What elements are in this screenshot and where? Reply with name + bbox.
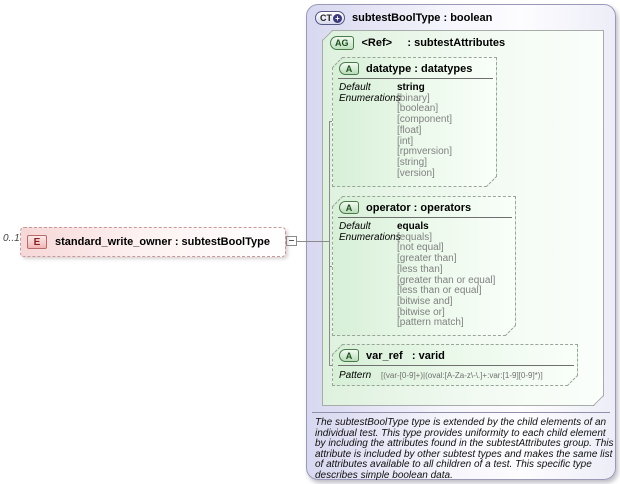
attribute-box-datatype[interactable]: A datatype : datatypes Default Enumerati…: [332, 57, 497, 187]
enum-value: [int]: [397, 135, 414, 147]
facet-values: equals [equals][not equal][greater than]…: [397, 222, 495, 329]
facet-label-default: Default: [339, 82, 371, 93]
attribute-name: datatype : datatypes: [366, 62, 473, 75]
attribute-box-var-ref[interactable]: A var_ref : varid Pattern [(var-[0-9]+)|…: [332, 344, 578, 386]
attribute-header: A operator : operators: [333, 197, 515, 216]
enum-value: [bitwise and]: [397, 295, 453, 307]
enum-value: [component]: [397, 114, 453, 126]
enum-value: [binary]: [397, 92, 430, 104]
enum-value: [bitwise or]: [397, 306, 445, 318]
attribute-group-header[interactable]: AG <Ref> : subtestAttributes: [330, 36, 505, 50]
complex-type-icon[interactable]: CT +: [315, 11, 345, 25]
default-value: equals: [397, 221, 429, 232]
attribute-facets: Pattern [(var-[0-9]+)|(oval:[A-Za-z\-\.]…: [333, 368, 577, 381]
enumeration-list: [binary][boolean][component][float][int]…: [397, 94, 452, 180]
attribute-header: A var_ref : varid: [333, 345, 577, 364]
default-value: string: [397, 82, 425, 93]
attribute-group-title: <Ref> : subtestAttributes: [361, 37, 506, 49]
attribute-icon: A: [339, 62, 359, 75]
complex-type-icon-label: CT: [320, 13, 332, 23]
enum-value: [less than]: [397, 263, 443, 275]
facet-labels: Default Enumerations: [339, 83, 397, 179]
attribute-icon: A: [339, 349, 359, 362]
facet-label-enumerations: Enumerations: [339, 231, 401, 243]
attribute-name: operator : operators: [366, 201, 472, 214]
enum-value: [less than or equal]: [397, 285, 482, 297]
attribute-facets: Default Enumerations string [binary][boo…: [333, 81, 496, 179]
complex-type-title: subtestBoolType : boolean: [352, 12, 493, 24]
enum-value: [rpmversion]: [397, 146, 453, 158]
enum-value: [version]: [397, 167, 435, 179]
enum-value: [pattern match]: [397, 317, 464, 329]
element-icon: E: [27, 235, 47, 249]
attribute-name: var_ref : varid: [366, 349, 445, 362]
element-label: standard_write_owner : subtestBoolType: [55, 236, 270, 248]
attribute-icon: A: [339, 201, 359, 214]
facet-label-pattern: Pattern: [339, 370, 372, 381]
type-description: The subtestBoolType type is extended by …: [315, 417, 614, 481]
complex-type-header: CT + subtestBoolType : boolean: [315, 11, 492, 25]
attribute-facets: Default Enumerations equals [equals][not…: [333, 220, 515, 329]
enum-value: [greater than or equal]: [397, 274, 496, 286]
enum-value: [greater than]: [397, 253, 457, 265]
attribute-divider: [338, 365, 574, 366]
connector-line: [297, 241, 329, 242]
attribute-header: A datatype : datatypes: [333, 58, 496, 77]
attribute-group-icon: AG: [330, 36, 354, 50]
enum-value: [float]: [397, 124, 422, 136]
facet-labels: Default Enumerations: [339, 222, 397, 329]
enum-value: [string]: [397, 156, 428, 168]
facet-label-default: Default: [339, 221, 371, 232]
attribute-box-operator[interactable]: A operator : operators Default Enumerati…: [332, 196, 516, 336]
enum-value: [boolean]: [397, 103, 439, 115]
attribute-divider: [338, 78, 493, 79]
facet-label-enumerations: Enumerations: [339, 92, 401, 104]
element-box[interactable]: E standard_write_owner : subtestBoolType: [20, 227, 286, 257]
facet-values: string [binary][boolean][component][floa…: [397, 83, 452, 179]
enum-value: [equals]: [397, 231, 433, 243]
enumeration-list: [equals][not equal][greater than][less t…: [397, 233, 495, 329]
cardinality-label: 0..1: [3, 233, 20, 244]
expand-plus-icon[interactable]: +: [333, 13, 342, 23]
attribute-divider: [338, 217, 512, 218]
collapse-handle[interactable]: [286, 236, 297, 246]
connector-trunk: [329, 121, 330, 366]
pattern-value: [(var-[0-9]+)|(oval:[A-Za-z\-\.]+:var:[1…: [381, 371, 543, 380]
description-divider: [312, 412, 610, 413]
enum-value: [not equal]: [397, 242, 444, 254]
